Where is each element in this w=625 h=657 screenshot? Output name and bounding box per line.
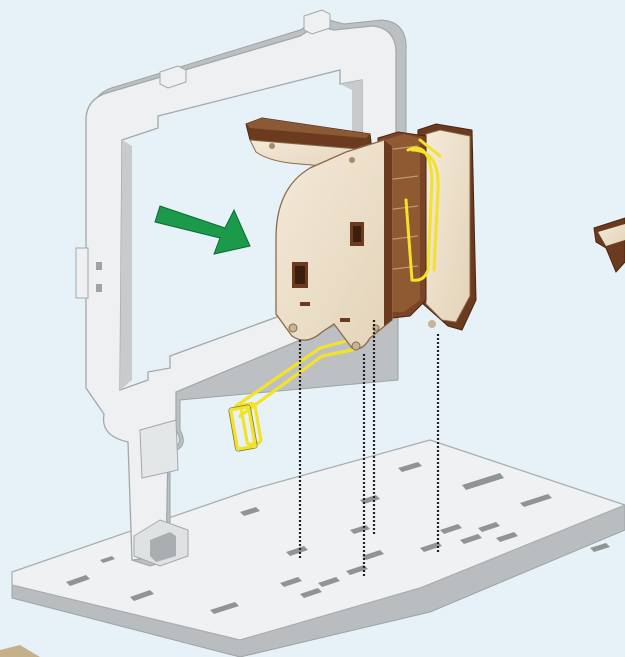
base-plate (12, 440, 625, 657)
partial-plywood-piece (594, 218, 625, 272)
plywood-module (246, 118, 476, 350)
partial-corner-piece (0, 645, 40, 657)
